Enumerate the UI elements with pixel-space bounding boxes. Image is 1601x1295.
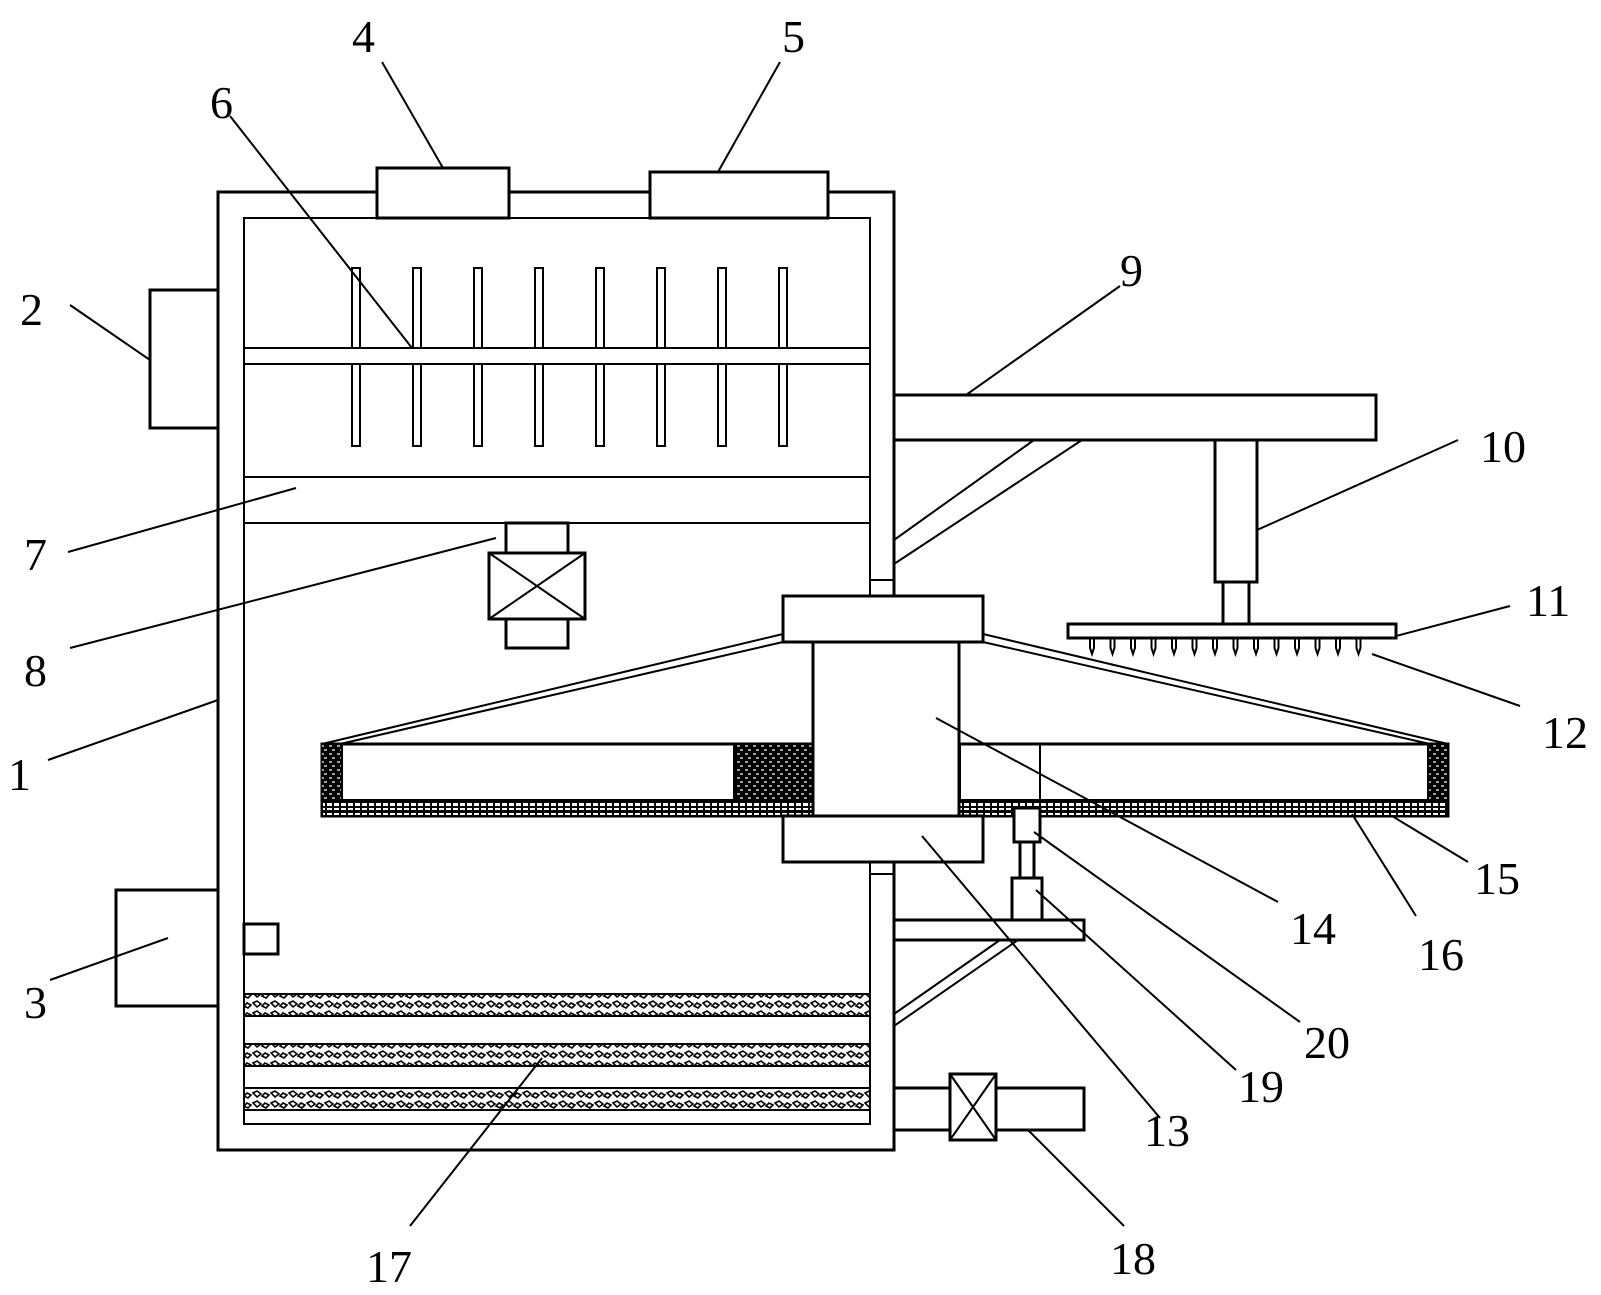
label-20: 20 (1304, 1017, 1350, 1068)
stirring-blade (412, 363, 422, 447)
lift-mechanism (892, 744, 1086, 1027)
column-14 (811, 640, 961, 818)
label-3: 3 (24, 977, 47, 1028)
nozzle (1150, 638, 1157, 658)
nozzle (1335, 638, 1341, 658)
nozzle (1314, 638, 1321, 658)
nozzle (1253, 638, 1259, 658)
label-10: 10 (1480, 421, 1526, 472)
inlet-5 (648, 170, 830, 220)
sensor-3 (242, 922, 280, 956)
label-5: 5 (782, 11, 805, 62)
stirring-blade (656, 363, 666, 447)
nozzle (1294, 638, 1300, 658)
nozzle (1089, 638, 1095, 658)
spray-plate-11 (1066, 622, 1398, 658)
base-13 (781, 814, 985, 864)
stirring-blade (351, 267, 361, 349)
leader-lines (47, 61, 1521, 1227)
label-2: 2 (20, 284, 43, 335)
stirring-blade (595, 267, 605, 349)
nozzle (1171, 638, 1177, 658)
nozzle (1109, 638, 1116, 658)
nozzle (1191, 638, 1198, 658)
stirring-blade (778, 267, 788, 349)
nozzle (1273, 638, 1280, 658)
nozzle (1212, 638, 1218, 658)
cylinder-10 (1213, 438, 1259, 626)
stirring-blade (595, 363, 605, 447)
label-15: 15 (1474, 853, 1520, 904)
label-18: 18 (1110, 1233, 1156, 1284)
label-4: 4 (352, 11, 375, 62)
shaft-connector (869, 579, 895, 597)
label-14: 14 (1290, 903, 1336, 954)
arm-9 (892, 393, 1378, 565)
nozzle (1130, 638, 1136, 658)
nozzle (1355, 638, 1362, 658)
stirring-blade (473, 363, 483, 447)
label-1: 1 (8, 749, 31, 800)
label-12: 12 (1542, 707, 1588, 758)
valve-8 (487, 521, 587, 650)
stirring-blades (351, 267, 788, 447)
label-19: 19 (1238, 1061, 1284, 1112)
label-6: 6 (210, 77, 233, 128)
stirring-blade (534, 267, 544, 349)
stirring-shaft (243, 267, 871, 447)
stirring-blade (717, 267, 727, 349)
label-8: 8 (24, 645, 47, 696)
outlet-pipe-18 (892, 1072, 1086, 1142)
label-7: 7 (24, 529, 47, 580)
inlet-4 (375, 166, 511, 220)
label-17: 17 (366, 1241, 412, 1292)
stirring-blade (412, 267, 422, 349)
rotating-hub (321, 594, 1449, 745)
stirring-blade (717, 363, 727, 447)
filter-layers (243, 993, 871, 1111)
motor-2 (148, 288, 220, 430)
label-11: 11 (1526, 575, 1570, 626)
label-9: 9 (1120, 245, 1143, 296)
nozzle (1232, 638, 1239, 658)
shaft-connector-lower (869, 861, 895, 875)
plate-7 (243, 476, 871, 524)
stirring-blade (656, 267, 666, 349)
stirring-blade (351, 363, 361, 447)
stirring-blade (778, 363, 788, 447)
stirring-blade (534, 363, 544, 447)
box-3 (114, 888, 220, 1008)
stirring-blade (473, 267, 483, 349)
nozzles-12 (1089, 638, 1362, 658)
labels: 1 2 3 4 5 6 7 8 9 10 11 12 13 14 15 16 1… (8, 11, 1588, 1292)
label-13: 13 (1144, 1105, 1190, 1156)
label-16: 16 (1418, 929, 1464, 980)
